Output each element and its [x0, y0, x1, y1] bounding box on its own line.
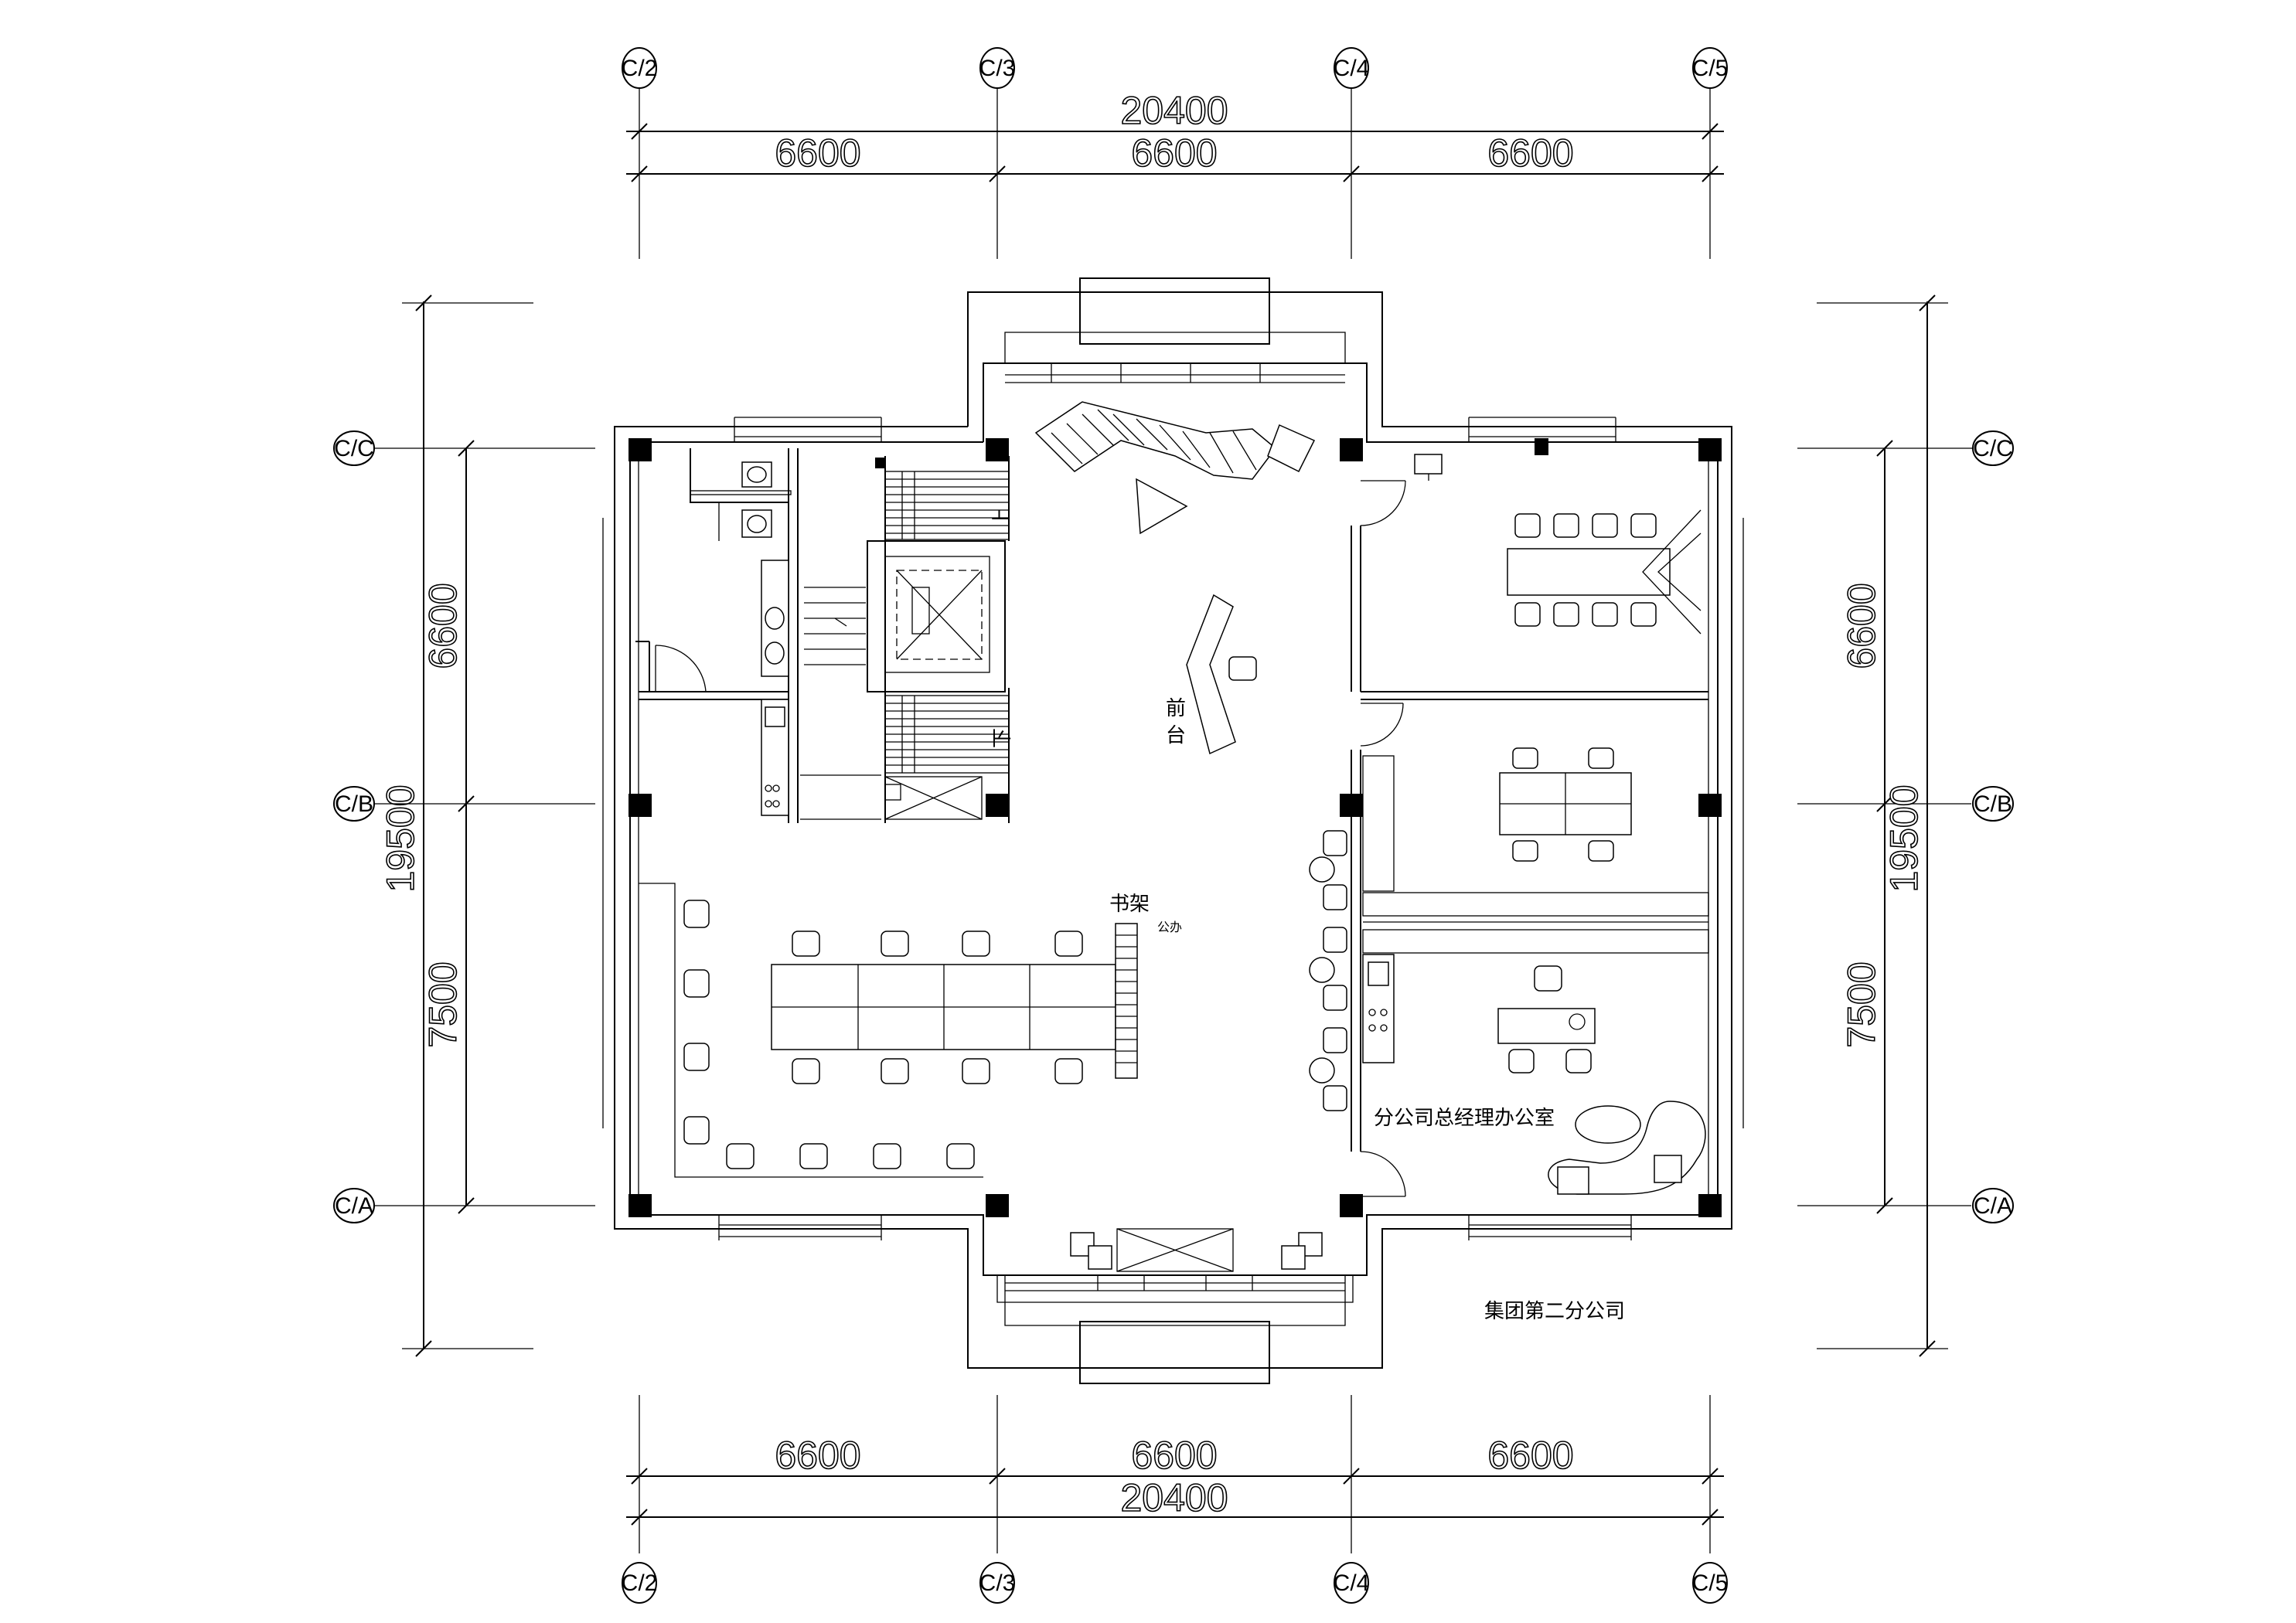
dim-top-bay-2: 6600 [1131, 131, 1217, 175]
axis-bottom-4: C/5 [1692, 1570, 1729, 1596]
bookshelf-label: 书架 [1109, 893, 1150, 916]
dim-left-bay-1: 6600 [421, 583, 465, 669]
reception-label-1: 前 [1166, 697, 1186, 720]
dim-top-bay-3: 6600 [1487, 131, 1573, 175]
entrance [1070, 1228, 1323, 1272]
building-outline [602, 277, 1744, 1384]
stair-down-label: 下 [991, 728, 1014, 748]
drawing-title: 集团第二分公司 [1484, 1300, 1625, 1323]
elevator [867, 540, 1006, 692]
axis-top-3: C/4 [1334, 56, 1370, 81]
interior-walls [635, 448, 1709, 1197]
stair-up-label: 上 [991, 508, 1014, 528]
stair-lower [884, 695, 1010, 820]
axis-top-4: C/5 [1692, 56, 1729, 81]
axis-right-1: C/C [1973, 436, 2013, 461]
dim-left-total: 19500 [379, 784, 422, 892]
open-office: 书架 公办 [683, 893, 1182, 1169]
axis-left-3: C/A [335, 1193, 373, 1219]
reception-label-2: 台 [1166, 724, 1186, 747]
stair-upper [884, 471, 1010, 540]
meeting-room [1414, 454, 1702, 635]
dim-right-total: 19500 [1882, 784, 1926, 892]
stair-left-flight [800, 587, 881, 820]
top-axis-bubbles: C/2 C/3 C/4 C/5 [622, 47, 1729, 89]
top-dimension-group: 20400 6600 6600 6600 [626, 88, 1724, 259]
right-axis-bubbles: C/C C/B C/A [1971, 430, 2014, 1223]
dim-left-bay-2: 7500 [421, 961, 465, 1047]
bottom-axis-bubbles: C/2 C/3 C/4 C/5 [622, 1562, 1729, 1604]
dim-top-total: 20400 [1120, 89, 1228, 132]
axis-right-3: C/A [1974, 1193, 2012, 1219]
dim-bottom-bay-3: 6600 [1487, 1434, 1573, 1477]
left-dimension-group: 19500 6600 7500 [378, 294, 595, 1357]
axis-bottom-2: C/3 [979, 1570, 1016, 1596]
toilet-fixtures [718, 461, 789, 816]
right-dimension-group: 19500 6600 7500 [1797, 294, 1971, 1357]
left-axis-bubbles: C/C C/B C/A [333, 430, 445, 1223]
dim-right-bay-1: 6600 [1840, 583, 1883, 669]
dim-right-bay-2: 7500 [1840, 961, 1883, 1047]
bottom-dimension-group: 6600 6600 6600 20400 [626, 1395, 1724, 1553]
office-small-label: 公办 [1157, 920, 1182, 934]
reception-area: 前 台 [1034, 401, 1316, 755]
axis-bottom-3: C/4 [1334, 1570, 1370, 1596]
dim-bottom-total: 20400 [1120, 1476, 1228, 1519]
gm-office: 分公司总经理办公室 [1309, 830, 1706, 1195]
axis-left-2: C/B [335, 791, 373, 817]
axis-top-1: C/2 [622, 56, 658, 81]
axis-left-1: C/C [334, 436, 374, 461]
axis-bottom-1: C/2 [622, 1570, 658, 1596]
office-desk-cluster [1499, 747, 1632, 862]
axis-right-2: C/B [1974, 791, 2012, 817]
dim-bottom-bay-1: 6600 [775, 1434, 860, 1477]
axis-top-2: C/3 [979, 56, 1016, 81]
dim-bottom-bay-2: 6600 [1131, 1434, 1217, 1477]
dim-top-bay-1: 6600 [775, 131, 860, 175]
gm-office-label: 分公司总经理办公室 [1374, 1107, 1555, 1130]
